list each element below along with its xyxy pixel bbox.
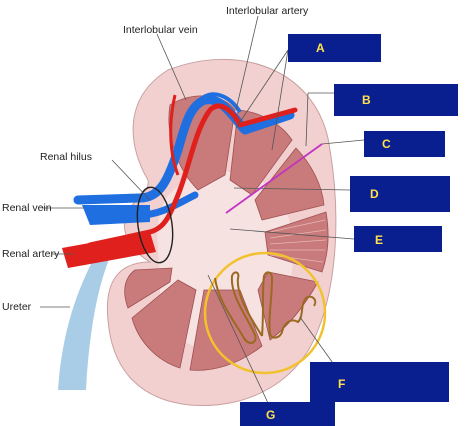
answer-box-d[interactable]: D	[350, 176, 450, 212]
leader-e	[229, 228, 355, 240]
answer-box-g-rect[interactable]	[240, 402, 335, 426]
answer-box-d-rect[interactable]	[350, 176, 450, 212]
pointer-c-magenta	[225, 143, 323, 214]
answer-box-f-rect[interactable]	[310, 362, 449, 402]
label-renal-vein: Renal vein	[2, 202, 52, 214]
answer-box-b[interactable]: B	[334, 84, 458, 116]
renal-hilus-outline	[136, 186, 174, 264]
leader-renal-hilus	[111, 159, 151, 201]
label-renal-artery: Renal artery	[2, 248, 60, 260]
answer-box-c[interactable]: C	[364, 131, 445, 157]
renal-artery-trunk	[62, 232, 156, 268]
answer-box-a-letter: A	[316, 41, 325, 55]
answer-box-c-letter: C	[382, 137, 391, 151]
nephron-highlight-circle	[203, 251, 327, 375]
answer-box-e-rect[interactable]	[354, 226, 442, 252]
renal-vein-trunk	[82, 205, 150, 225]
answer-box-a-rect[interactable]	[288, 34, 381, 62]
leader-a-1	[235, 49, 289, 129]
pyramid-left-lower	[124, 267, 173, 309]
nephron-tubule-left	[214, 271, 263, 344]
label-interlobular-vein: Interlobular vein	[123, 24, 198, 36]
pyramid-bottom-left	[131, 279, 197, 369]
nephron-tubule-right	[261, 271, 317, 339]
answer-box-e[interactable]: E	[354, 226, 442, 252]
answer-box-b-rect[interactable]	[334, 84, 458, 116]
answer-box-g-letter: G	[266, 408, 275, 422]
ureter-shape	[58, 252, 112, 390]
leader-b-2	[305, 92, 309, 147]
pyramid-right-upper	[254, 147, 325, 221]
leader-interlobular-artery	[235, 15, 259, 111]
leader-d	[233, 187, 351, 191]
answer-box-f[interactable]: F	[310, 362, 449, 402]
pyramid-bottom	[189, 289, 263, 371]
answer-box-b-letter: B	[362, 93, 371, 107]
interlobular-vessel-top	[198, 92, 242, 114]
label-renal-hilus: Renal hilus	[40, 151, 92, 163]
pyramid-striations	[269, 219, 327, 263]
leader-interlobular-vein	[156, 33, 187, 101]
answer-box-e-letter: E	[375, 233, 383, 247]
answer-box-a[interactable]: A	[288, 34, 381, 62]
leader-c	[321, 139, 365, 145]
answer-box-f-letter: F	[338, 377, 345, 391]
answer-box-g[interactable]: G	[240, 402, 335, 426]
label-interlobular-artery: Interlobular artery	[226, 5, 309, 17]
leader-a-2	[271, 49, 289, 151]
label-ureter: Ureter	[2, 301, 32, 313]
leader-g	[207, 274, 269, 404]
answer-box-c-rect[interactable]	[364, 131, 445, 157]
answer-box-d-letter: D	[370, 187, 379, 201]
renal-artery-vessel	[87, 103, 298, 248]
interlobular-vessel-loop	[169, 94, 180, 176]
leader-lines	[40, 15, 365, 404]
